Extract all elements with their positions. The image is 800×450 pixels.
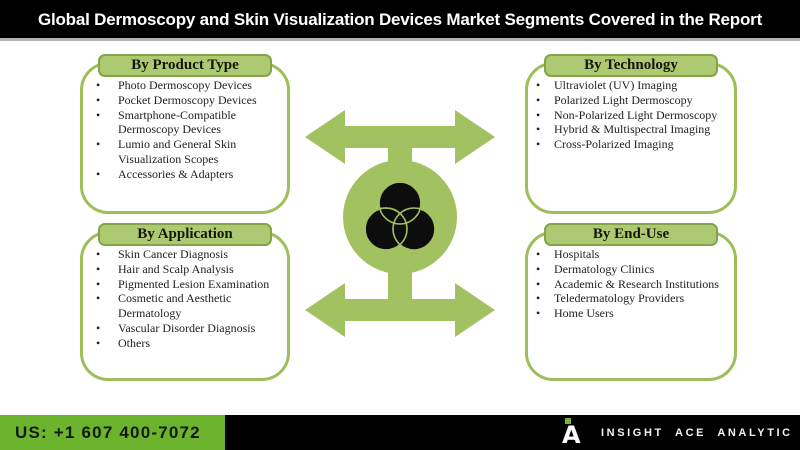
list-item: Cross-Polarized Imaging (536, 137, 730, 152)
bullet-icon (96, 262, 118, 277)
list-item: Non-Polarized Light Dermoscopy (536, 108, 730, 123)
logo-dot-icon (565, 417, 571, 424)
bullet-icon (536, 122, 554, 137)
double-arrow-bottom-icon (305, 283, 495, 337)
bullet-icon (536, 262, 554, 277)
bullet-icon (96, 167, 118, 182)
list-item: Cosmetic and Aesthetic Dermatology (96, 291, 283, 321)
list-item: Ultraviolet (UV) Imaging (536, 78, 730, 93)
panel-application: By Application Skin Cancer Diagnosis Hai… (80, 223, 290, 381)
list-item: Academic & Research Institutions (536, 277, 730, 292)
list-item: Dermatology Clinics (536, 262, 730, 277)
venn-diagram-icon (364, 181, 436, 251)
footer-phone-bar: US: +1 607 400-7072 (0, 415, 225, 450)
bullet-icon (96, 247, 118, 262)
bullet-icon (96, 277, 118, 292)
page-title: Global Dermoscopy and Skin Visualization… (37, 9, 763, 29)
bullet-icon (96, 137, 118, 167)
bullet-icon (96, 336, 118, 351)
title-bar: Global Dermoscopy and Skin Visualization… (0, 0, 800, 41)
bullet-icon (536, 306, 554, 321)
application-list: Skin Cancer Diagnosis Hair and Scalp Ana… (83, 234, 287, 351)
end-use-list: Hospitals Dermatology Clinics Academic &… (528, 234, 734, 321)
bullet-icon (536, 78, 554, 93)
list-item: Hospitals (536, 247, 730, 262)
bullet-icon (96, 78, 118, 93)
double-arrow-top-icon (305, 110, 495, 164)
list-item: Pigmented Lesion Examination (96, 277, 283, 292)
panel-product-type: By Product Type Photo Dermoscopy Devices… (80, 54, 290, 214)
list-item: Lumio and General Skin Visualization Sco… (96, 137, 283, 167)
list-item: Photo Dermoscopy Devices (96, 78, 283, 93)
bullet-icon (536, 137, 554, 152)
footer-brand-bar: A INSIGHT ACE ANALYTIC (225, 415, 800, 450)
panel-end-use: By End-Use Hospitals Dermatology Clinics… (525, 223, 737, 381)
list-item: Vascular Disorder Diagnosis (96, 321, 283, 336)
list-item: Smartphone-Compatible Dermoscopy Devices (96, 108, 283, 138)
list-item: Hair and Scalp Analysis (96, 262, 283, 277)
list-item: Polarized Light Dermoscopy (536, 93, 730, 108)
bullet-icon (536, 247, 554, 262)
list-item: Pocket Dermoscopy Devices (96, 93, 283, 108)
center-graphic (300, 105, 500, 345)
panel-header-technology: By Technology (544, 54, 718, 77)
list-item: Hybrid & Multispectral Imaging (536, 122, 730, 137)
panel-header-product-type: By Product Type (98, 54, 272, 77)
panel-technology: By Technology Ultraviolet (UV) Imaging P… (525, 54, 737, 214)
bullet-icon (536, 108, 554, 123)
logo-letter: A (562, 420, 581, 449)
bullet-icon (96, 108, 118, 138)
list-item: Teledermatology Providers (536, 291, 730, 306)
bullet-icon (96, 321, 118, 336)
panel-header-application: By Application (98, 223, 272, 246)
brand-name: INSIGHT ACE ANALYTIC (601, 426, 793, 439)
bullet-icon (536, 277, 554, 292)
bullet-icon (536, 291, 554, 306)
technology-list: Ultraviolet (UV) Imaging Polarized Light… (528, 65, 734, 152)
bullet-icon (96, 291, 118, 321)
list-item: Skin Cancer Diagnosis (96, 247, 283, 262)
list-item: Accessories & Adapters (96, 167, 283, 182)
list-item: Others (96, 336, 283, 351)
list-item: Home Users (536, 306, 730, 321)
panel-header-end-use: By End-Use (544, 223, 718, 246)
product-type-list: Photo Dermoscopy Devices Pocket Dermosco… (83, 65, 287, 182)
phone-number: US: +1 607 400-7072 (15, 422, 201, 442)
bullet-icon (536, 93, 554, 108)
bullet-icon (96, 93, 118, 108)
insight-ace-logo-icon: A (562, 416, 586, 450)
